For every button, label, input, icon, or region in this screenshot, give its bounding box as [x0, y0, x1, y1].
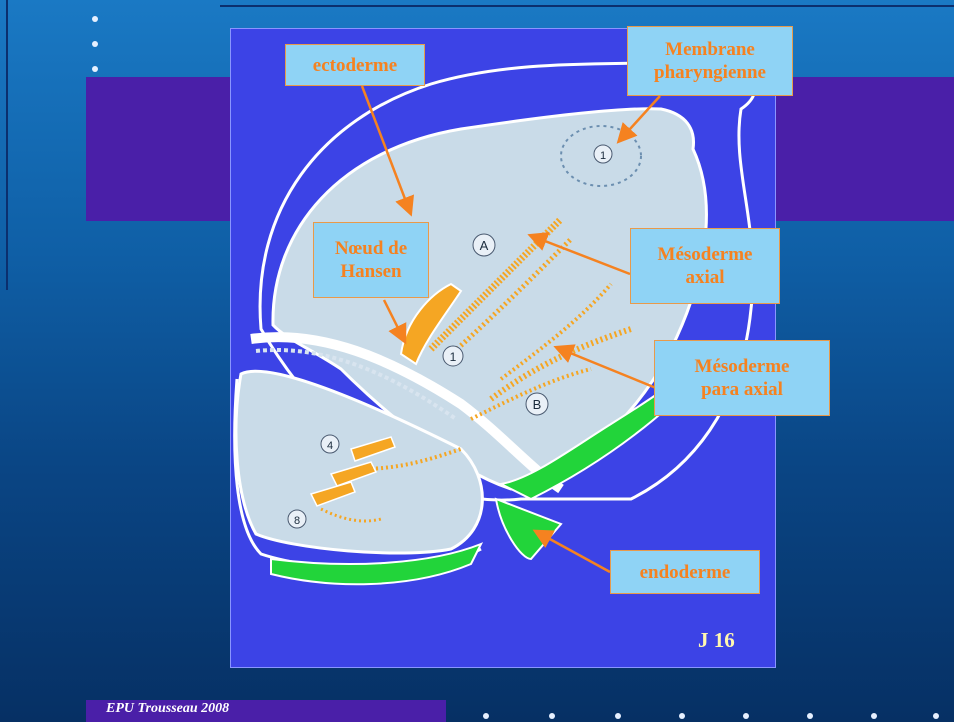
marker-b: B [533, 397, 542, 412]
marker-4: 4 [327, 440, 333, 452]
footer-dot [871, 713, 877, 719]
bullet-dot [92, 66, 98, 72]
stage-label: J 16 [698, 628, 735, 653]
bullet-dot [92, 41, 98, 47]
footer-dot [483, 713, 489, 719]
footer-dot [679, 713, 685, 719]
footer-dot [933, 713, 939, 719]
marker-1: 1 [600, 150, 606, 162]
left-rule [6, 0, 8, 290]
footer-dot [743, 713, 749, 719]
footer-dot [615, 713, 621, 719]
marker-8: 8 [294, 515, 300, 527]
marker-1b: 1 [450, 350, 457, 364]
footer-dot [549, 713, 555, 719]
marker-a: A [480, 238, 489, 253]
footer-text: EPU Trousseau 2008 [106, 701, 229, 717]
label-endoderme: endoderme [610, 550, 760, 594]
footer-dot [807, 713, 813, 719]
bullet-dot [92, 16, 98, 22]
label-ectoderme: ectoderme [285, 44, 425, 86]
label-mesoderme-para-axial: Mésoderme para axial [654, 340, 830, 416]
label-noeud-de-hansen: Nœud de Hansen [313, 222, 429, 298]
top-rule [220, 5, 954, 7]
label-mesoderme-axial: Mésoderme axial [630, 228, 780, 304]
label-membrane-pharyngienne: Membrane pharyngienne [627, 26, 793, 96]
